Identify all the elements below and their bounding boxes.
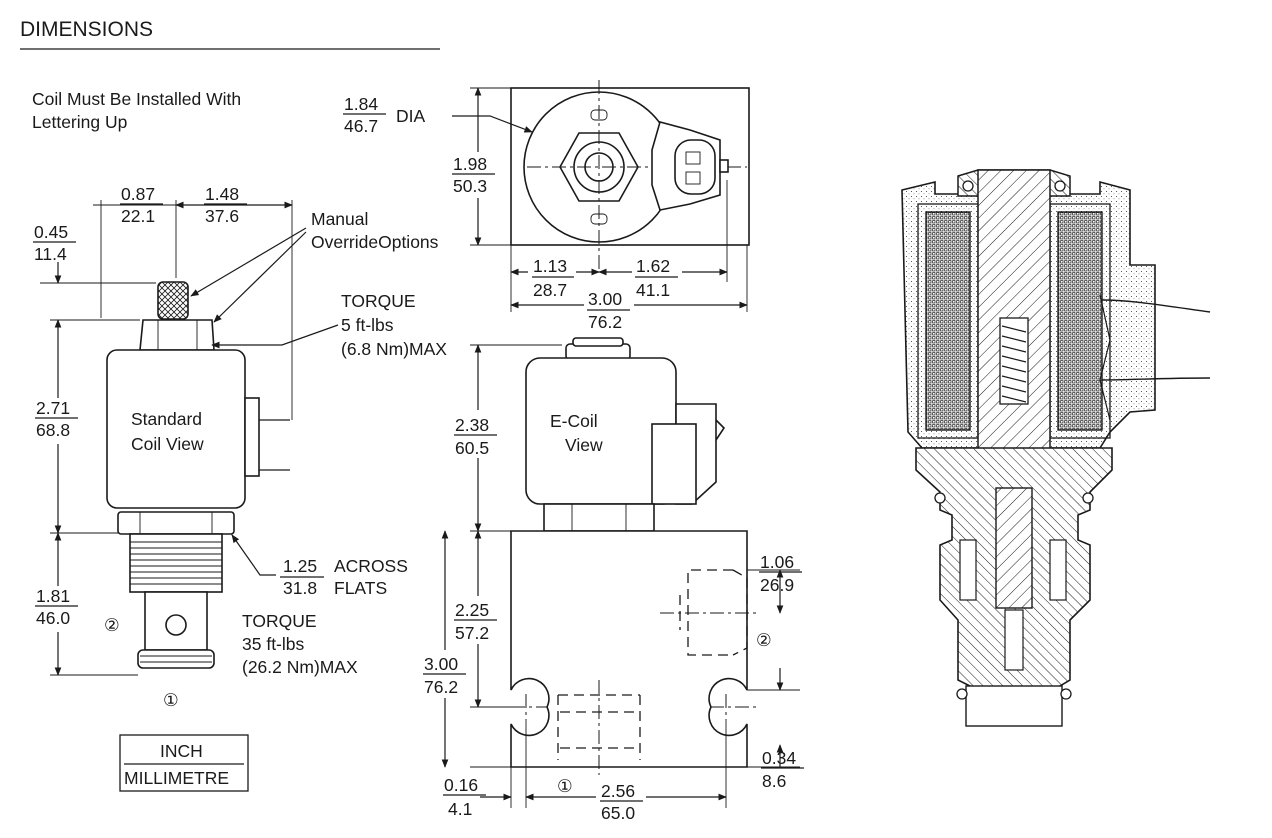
dim-dia-mm: 46.7 <box>344 116 378 136</box>
torque-cart-3: (26.2 Nm)MAX <box>242 657 358 677</box>
dim-top-mm: 11.4 <box>34 244 67 264</box>
dim-hex-in: 1.25 <box>283 556 317 576</box>
dim-mount-offset-mm: 8.6 <box>762 771 786 791</box>
dim-coil-in: 2.71 <box>36 398 70 418</box>
port-2-ecoil: ② <box>756 630 772 650</box>
dim-hex-mm: 31.8 <box>283 578 317 598</box>
dim-center-right-mm: 41.1 <box>636 280 670 300</box>
page-title: DIMENSIONS <box>20 18 153 41</box>
ecoil-hex <box>543 503 655 532</box>
side-port <box>165 614 187 636</box>
note-line-1: Coil Must Be Installed With <box>32 89 241 109</box>
dim-top-height-in: 1.98 <box>453 154 487 174</box>
top-hex <box>559 132 639 202</box>
cartridge-end <box>137 649 215 669</box>
dim-terminal-in: 1.48 <box>205 184 239 204</box>
hex-nut <box>117 511 235 535</box>
dim-center-left-mm: 28.7 <box>533 280 567 300</box>
thread-section <box>129 533 223 593</box>
units-inch: INCH <box>160 741 203 761</box>
units-legend: INCH MILLIMETRE <box>119 734 249 792</box>
dim-mount-spacing-mm: 65.0 <box>601 803 635 823</box>
torque-nut-1: TORQUE <box>341 291 416 311</box>
manual-override-2: OverrideOptions <box>311 232 439 252</box>
right-winding <box>1057 211 1103 431</box>
ecoil-view: E-Coil View ② ① <box>420 337 804 824</box>
dim-ecoil-in: 2.38 <box>455 415 489 435</box>
standard-coil-view: Standard Coil View 0.87 22.1 1.48 37.6 0… <box>32 184 447 710</box>
dim-port2-height-in: 2.25 <box>455 600 489 620</box>
dim-mount-offset-in: 0.34 <box>762 748 796 768</box>
dim-dia-in: 1.84 <box>344 94 378 114</box>
units-mm: MILLIMETRE <box>124 768 229 788</box>
armature-tube <box>977 169 1051 463</box>
ecoil-label-2: View <box>565 435 603 455</box>
torque-cart-2: 35 ft-lbs <box>242 634 304 654</box>
dim-center-left-in: 1.13 <box>533 256 567 276</box>
left-winding <box>925 211 971 431</box>
dim-ecoil-mm: 60.5 <box>455 438 489 458</box>
dim-mount-spacing-in: 2.56 <box>601 781 635 801</box>
terminal-box <box>244 397 260 477</box>
torque-cart-1: TORQUE <box>242 611 317 631</box>
section-view <box>901 169 1211 727</box>
dim-edge-offset-mm: 4.1 <box>448 799 472 819</box>
dim-coil-mm: 68.8 <box>36 420 70 440</box>
dim-center-right-in: 1.62 <box>636 256 670 276</box>
coil-nut <box>139 319 215 351</box>
dim-port2-height-mm: 57.2 <box>455 623 489 643</box>
manual-override-1: Manual <box>311 209 368 229</box>
dia-text: DIA <box>396 106 426 126</box>
dim-top-height-mm: 50.3 <box>453 176 487 196</box>
dim-width-mm: 76.2 <box>588 312 622 332</box>
top-view: 1.98 50.3 1.84 46.7 DIA 1.13 28.7 1.62 4… <box>343 80 750 334</box>
manifold-body <box>510 530 748 768</box>
dim-edge-offset-in: 0.16 <box>444 775 478 795</box>
dim-port2-offset-in: 1.06 <box>760 552 794 572</box>
dim-terminal-mm: 37.6 <box>205 206 239 226</box>
dim-body-mm: 46.0 <box>36 608 70 628</box>
hex-text-2: FLATS <box>334 578 387 598</box>
standard-view-label-2: Coil View <box>131 434 204 454</box>
ecoil-label-1: E-Coil <box>550 411 598 431</box>
note-line-2: Lettering Up <box>32 112 127 132</box>
torque-nut-2: 5 ft-lbs <box>341 315 394 335</box>
dim-body-in: 1.81 <box>36 586 70 606</box>
port-2-std: ② <box>104 615 120 635</box>
dim-override-mm: 22.1 <box>121 206 155 226</box>
dim-port2-offset-mm: 26.9 <box>760 575 794 595</box>
hex-text-1: ACROSS <box>334 556 408 576</box>
dim-manifold-mm: 76.2 <box>424 677 458 697</box>
torque-nut-3: (6.8 Nm)MAX <box>341 339 447 359</box>
dim-width-in: 3.00 <box>588 289 622 309</box>
dim-top-in: 0.45 <box>34 222 68 242</box>
dim-override-in: 0.87 <box>121 184 155 204</box>
port-1-std: ① <box>163 690 179 710</box>
port-1-ecoil: ① <box>557 776 573 796</box>
dim-manifold-in: 3.00 <box>424 654 458 674</box>
standard-view-label-1: Standard <box>131 409 202 429</box>
coil-body <box>106 349 246 509</box>
connector-plug <box>674 139 716 195</box>
override-knob <box>157 281 189 320</box>
